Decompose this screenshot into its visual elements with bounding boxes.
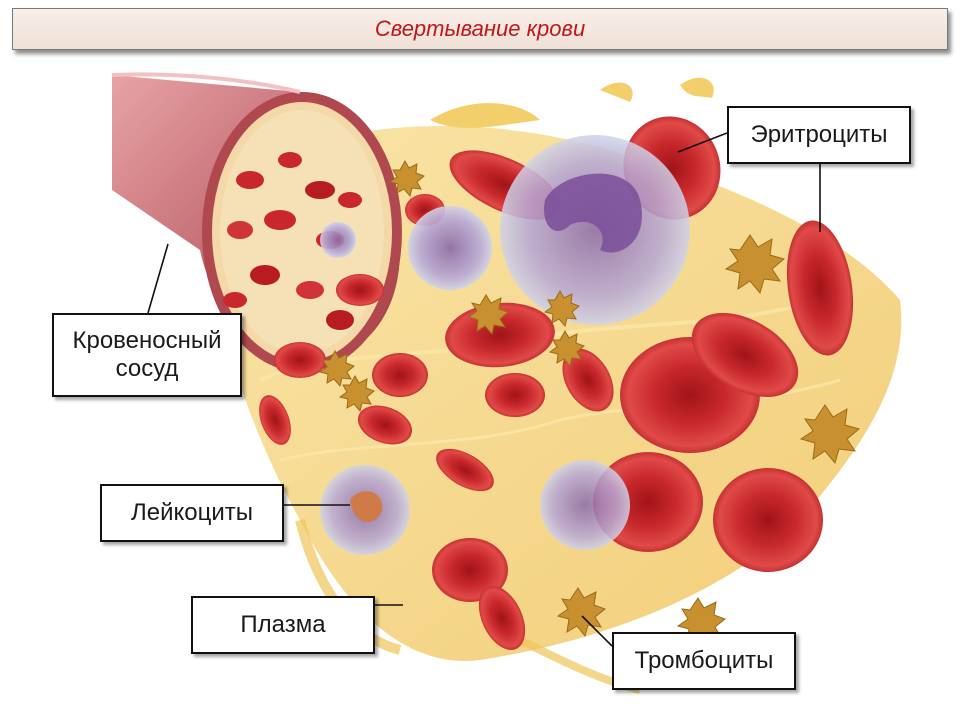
label-plasma: Плазма <box>191 596 375 654</box>
leader-vessel <box>147 243 169 314</box>
platelets <box>318 159 861 648</box>
leukocytes <box>320 135 690 555</box>
erythrocytes <box>259 116 854 650</box>
label-leukocytes: Лейкоциты <box>100 484 284 542</box>
leader-platelets <box>581 615 613 647</box>
label-erythrocytes: Эритроциты <box>727 106 911 164</box>
page-title: Свертывание крови <box>374 16 586 41</box>
title-banner: Свертывание крови <box>12 8 948 50</box>
label-blood-vessel: Кровеносный сосуд <box>52 313 242 397</box>
label-platelets: Тромбоциты <box>612 632 796 690</box>
vessel-lumen-cells <box>223 152 362 330</box>
leader-lines <box>147 132 821 647</box>
blood-clotting-illustration <box>111 72 902 694</box>
leader-erythrocytes-1 <box>677 132 728 153</box>
